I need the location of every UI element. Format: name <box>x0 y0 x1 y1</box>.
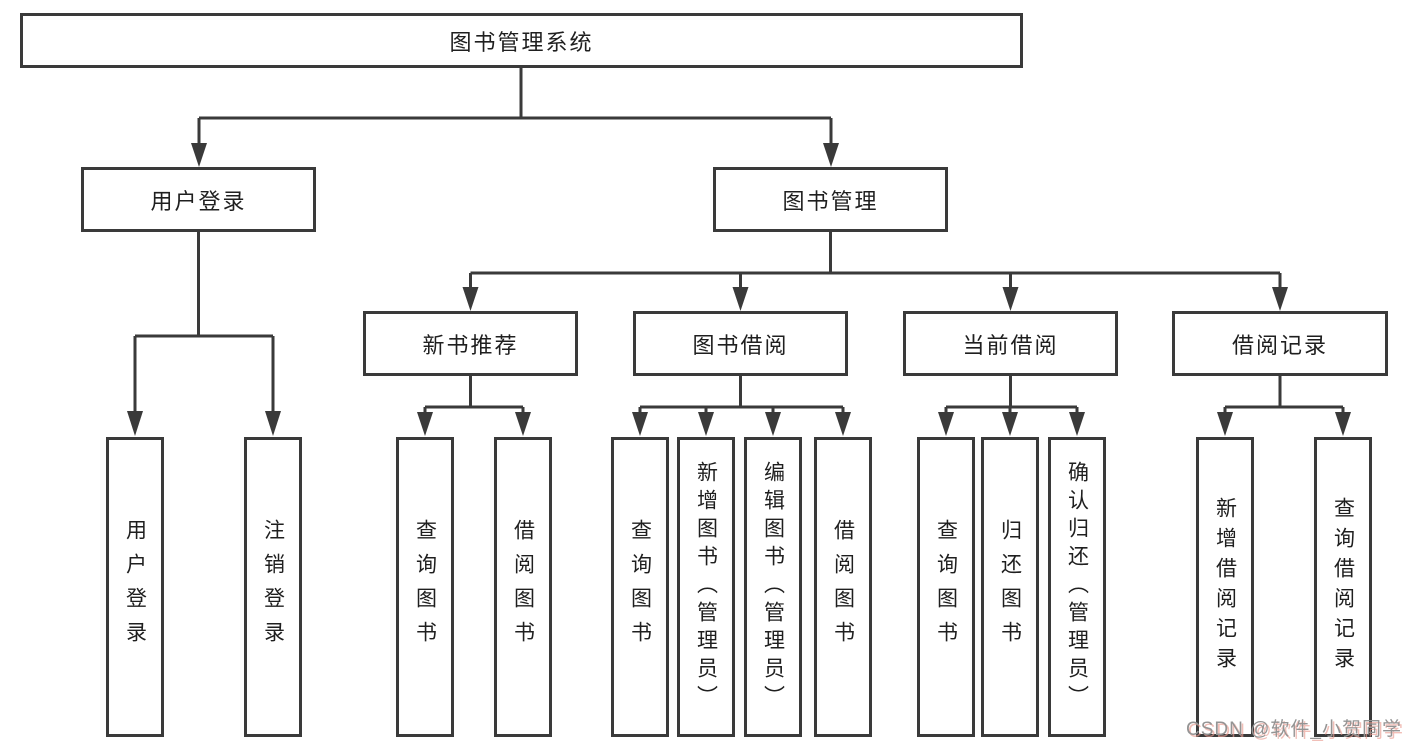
node-root: 图书管理系统 <box>20 13 1023 68</box>
csdn-watermark: CSDN @软件_小贺同学 <box>1186 719 1402 740</box>
node-book-borrow: 图书借阅 <box>633 311 848 376</box>
leaf-label: 用户登录 <box>123 519 147 655</box>
leaf-return-books: 归还图书 <box>981 437 1039 737</box>
leaf-label: 确认归还（管理员） <box>1065 461 1089 713</box>
connector-current-borrow <box>944 376 1079 413</box>
leaf-label: 查询图书 <box>413 519 437 655</box>
leaf-logout: 注销登录 <box>244 437 302 737</box>
leaf-confirm-return-admin: 确认归还（管理员） <box>1048 437 1106 737</box>
connector-book-management <box>469 232 1282 289</box>
leaf-label: 归还图书 <box>998 519 1022 655</box>
leaf-label: 借阅图书 <box>831 519 855 655</box>
leaf-label: 编辑图书（管理员） <box>761 461 785 713</box>
leaf-label: 注销登录 <box>261 519 285 655</box>
leaf-label: 查询图书 <box>628 519 652 655</box>
node-user-login: 用户登录 <box>81 167 316 232</box>
connector-book-borrow <box>638 376 845 413</box>
connector-user-login <box>133 232 275 412</box>
leaf-label: 借阅图书 <box>511 519 535 655</box>
leaf-label: 查询图书 <box>934 519 958 655</box>
node-book-management: 图书管理 <box>713 167 948 232</box>
leaf-label: 新增借阅记录 <box>1213 497 1237 677</box>
connector-new-book-recommend <box>423 376 525 413</box>
leaf-label: 新增图书（管理员） <box>694 461 718 713</box>
leaf-recommend-borrow-books: 借阅图书 <box>494 437 552 737</box>
leaf-current-query-books: 查询图书 <box>917 437 975 737</box>
leaf-user-login: 用户登录 <box>106 437 164 737</box>
leaf-borrow-books: 借阅图书 <box>814 437 872 737</box>
node-borrow-records: 借阅记录 <box>1172 311 1388 376</box>
connector-root <box>197 68 833 145</box>
node-current-borrow: 当前借阅 <box>903 311 1118 376</box>
leaf-edit-book-admin: 编辑图书（管理员） <box>744 437 802 737</box>
connector-borrow-records <box>1223 376 1345 413</box>
leaf-add-borrow-record: 新增借阅记录 <box>1196 437 1254 737</box>
leaf-recommend-query-books: 查询图书 <box>396 437 454 737</box>
arrowheads <box>127 143 1351 436</box>
leaf-label: 查询借阅记录 <box>1331 497 1355 677</box>
leaf-borrow-query-books: 查询图书 <box>611 437 669 737</box>
node-new-book-recommend: 新书推荐 <box>363 311 578 376</box>
leaf-query-borrow-record: 查询借阅记录 <box>1314 437 1372 737</box>
leaf-add-book-admin: 新增图书（管理员） <box>677 437 735 737</box>
